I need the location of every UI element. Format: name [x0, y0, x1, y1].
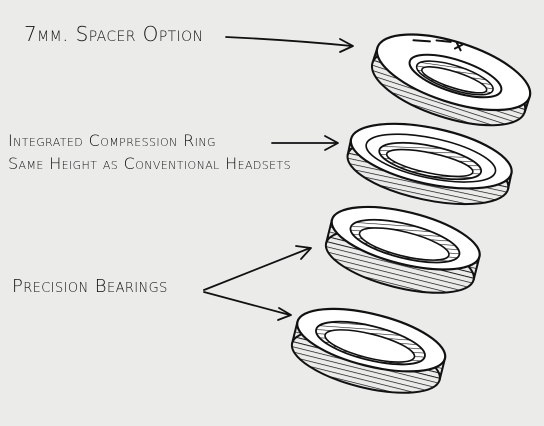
compression-ring-label-line2: Same Height as Conventional Headsets — [8, 154, 291, 173]
compression-ring-label-line1: Integrated Compression Ring — [8, 131, 216, 150]
compression-ring — [346, 122, 513, 206]
spacer-arrow — [225, 36, 354, 53]
bearings-arrow-lower — [203, 291, 292, 321]
lower-bearing — [290, 307, 447, 394]
compression-arrow — [271, 135, 339, 151]
spacer-option-label: 7mm. Spacer Option — [24, 22, 204, 46]
upper-bearing — [324, 205, 481, 294]
precision-bearings-label: Precision Bearings — [12, 276, 168, 297]
bearings-arrow-upper — [203, 245, 312, 291]
spacer-ring — [370, 33, 532, 127]
